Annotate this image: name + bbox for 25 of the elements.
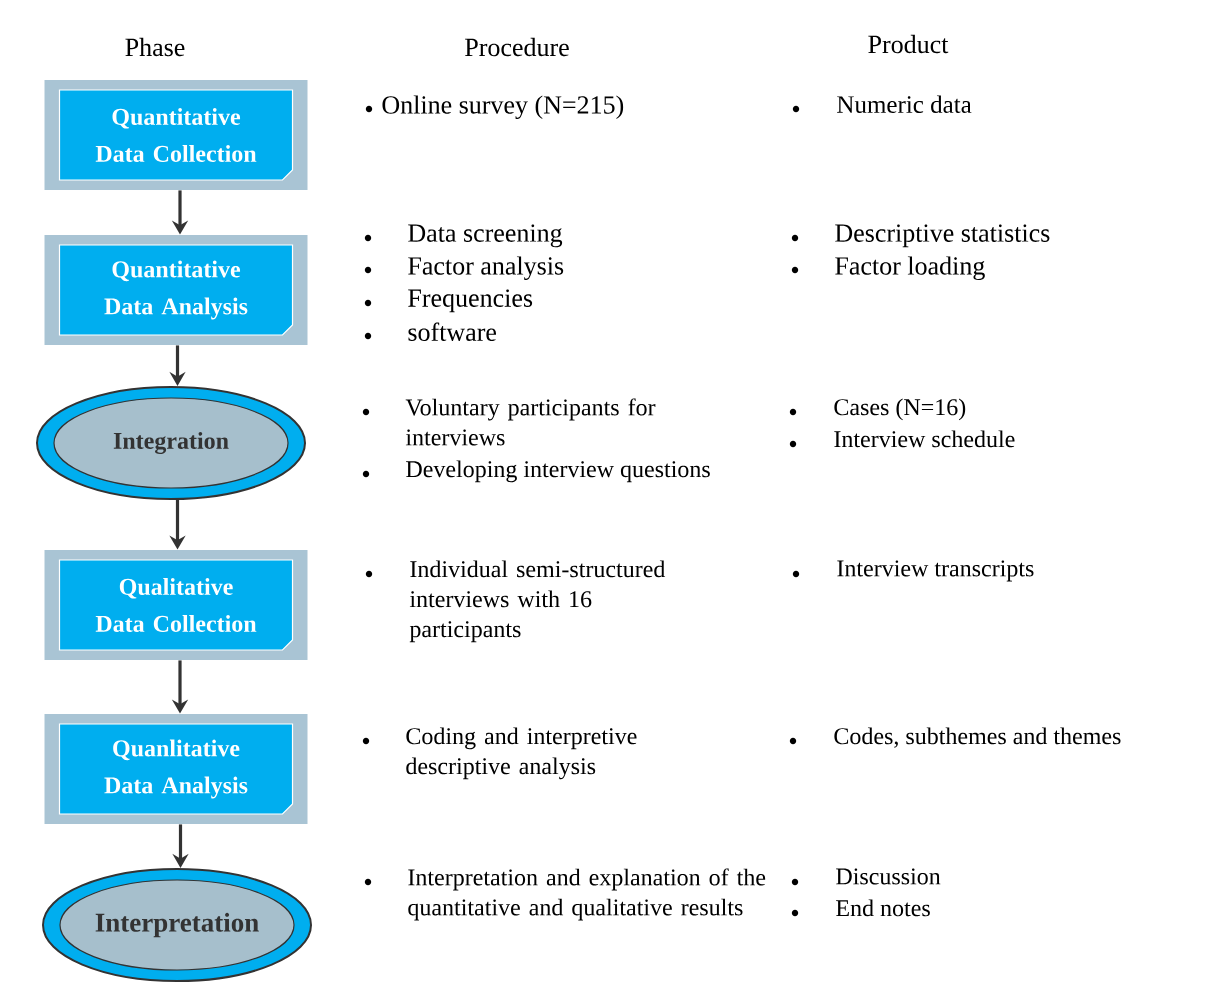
list-item: Interpretation and explanation of the quantitative and qualitative results xyxy=(408,868,766,921)
list-item: Interview schedule xyxy=(834,430,1015,448)
list-item: Factor analysis xyxy=(408,256,564,281)
list-item: Frequencies xyxy=(408,289,533,313)
list-item: Interview transcripts xyxy=(837,560,1034,582)
list-item: Individual semi-structured interviews with 16 participants xyxy=(409,560,666,643)
list-item: Codes, subthemes and themes xyxy=(834,727,1121,748)
list-item: Coding and interpretive descriptive analysis xyxy=(406,727,637,780)
list-item: Online survey (N=215) xyxy=(382,95,624,120)
process-box: Qualitative Data Collection xyxy=(44,550,308,660)
list-item: Cases (N=16) xyxy=(834,398,966,421)
list-item: Developing interview questions xyxy=(406,460,710,483)
list-item: Descriptive statistics xyxy=(835,224,1050,248)
process-box: Quanlitative Data Analysis xyxy=(44,714,308,824)
column-heading: Procedure xyxy=(465,37,569,57)
list-item: Voluntary participants for interviews xyxy=(405,398,656,446)
column-heading: Product xyxy=(868,34,949,54)
process-box: Quantitative Data Collection xyxy=(44,80,308,190)
list-item: Discussion xyxy=(836,868,941,885)
process-box: Quantitative Data Analysis xyxy=(44,235,308,345)
list-item: Factor loading xyxy=(835,256,985,281)
list-item: End notes xyxy=(836,899,930,917)
list-item: Data screening xyxy=(408,224,563,248)
list-item: software xyxy=(408,322,496,341)
list-item: Numeric data xyxy=(837,95,972,113)
